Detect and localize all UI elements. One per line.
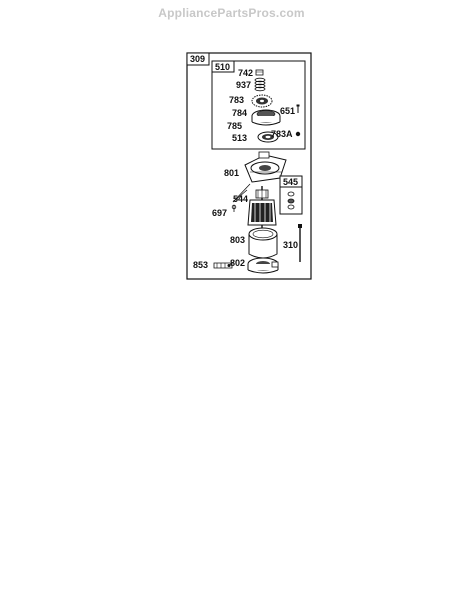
part-803-housing-drawing <box>248 227 278 259</box>
part-853-connector-drawing <box>213 262 233 269</box>
label-784: 784 <box>232 108 247 118</box>
part-310-bolt-drawing <box>298 224 302 262</box>
group-510-tag <box>211 60 235 73</box>
group-510-box <box>211 60 306 150</box>
part-783-gear-drawing <box>251 94 273 108</box>
part-544-armature-drawing <box>247 186 277 250</box>
site-watermark: AppliancePartsPros.com <box>158 6 305 20</box>
label-801: 801 <box>224 168 239 178</box>
label-651: 651 <box>280 106 295 116</box>
part-784-cap-drawing <box>251 109 281 126</box>
label-544: 544 <box>233 194 248 204</box>
label-697: 697 <box>212 208 227 218</box>
part-513-washer-drawing <box>257 131 279 143</box>
label-853: 853 <box>193 260 208 270</box>
label-783a: 783A <box>271 129 293 139</box>
label-513: 513 <box>232 133 247 143</box>
label-937: 937 <box>236 80 251 90</box>
label-803: 803 <box>230 235 245 245</box>
label-785: 785 <box>227 121 242 131</box>
label-802: 802 <box>230 258 245 268</box>
part-783a-ball-drawing <box>295 131 301 137</box>
part-545-brushes-drawing <box>287 191 295 210</box>
group-309-tag <box>186 52 210 66</box>
part-801-endcap-drawing <box>244 151 287 183</box>
group-545-label: 545 <box>283 177 298 187</box>
part-937-spring-drawing <box>254 77 266 92</box>
group-545-tag <box>279 175 303 188</box>
part-742-nut-drawing <box>255 69 264 76</box>
group-309-label: 309 <box>190 54 205 64</box>
group-510-label: 510 <box>215 62 230 72</box>
part-651-screw-drawing <box>296 104 300 113</box>
diagram-frame <box>186 52 312 280</box>
label-783: 783 <box>229 95 244 105</box>
part-802-endcap-drawing <box>247 257 279 274</box>
label-742: 742 <box>238 68 253 78</box>
label-310: 310 <box>283 240 298 250</box>
part-697-wire-drawing <box>231 183 251 212</box>
